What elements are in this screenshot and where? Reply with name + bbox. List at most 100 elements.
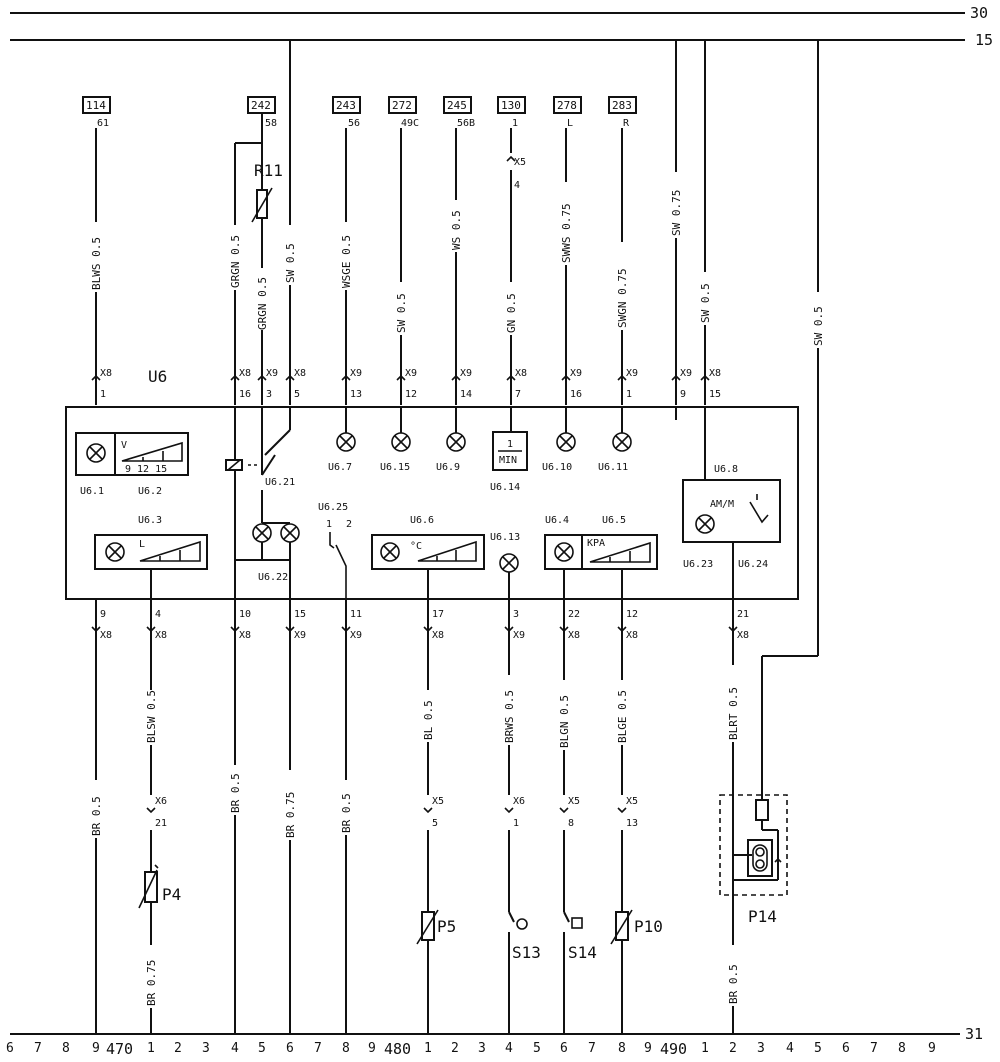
bconn-2: X8 [155, 630, 167, 641]
ruler-tick: 2 [729, 1041, 737, 1056]
pin-283: 1 [626, 389, 632, 400]
bpin-1: 9 [100, 609, 106, 620]
r11-wire-label: GRGN 0.5 [256, 277, 269, 330]
pin-272: 12 [405, 389, 417, 400]
ruler-tick: 8 [342, 1041, 350, 1056]
conn-130: X8 [515, 368, 527, 379]
u6-14-label: U6.14 [490, 482, 520, 493]
u6-label: U6 [148, 367, 167, 386]
wire-272-label: SW 0.5 [395, 293, 408, 333]
ref-243-pin: 56 [348, 118, 360, 129]
ruler-tick: 9 [644, 1041, 652, 1056]
u6-3-gauge: U6.3 L [94, 515, 208, 570]
u6-6-unit: °C [410, 541, 422, 552]
ref-272-num: 272 [392, 99, 412, 112]
u6-14-top: 1 [507, 439, 513, 450]
wire-245-label: WS 0.5 [450, 210, 463, 250]
ruler-tick: 5 [533, 1041, 541, 1056]
ruler-tick: 1 [424, 1041, 432, 1056]
u6-9-label: U6.9 [436, 462, 460, 473]
conn-245: X9 [460, 368, 472, 379]
wire-130: X5 4 GN 0.5 X8 7 [505, 128, 527, 405]
ref-245: 245 56B [443, 96, 475, 129]
ruler-section: 470 [106, 1040, 133, 1058]
p14-label: P14 [748, 907, 777, 926]
bpin-4: 15 [294, 609, 306, 620]
bconn-8: X8 [568, 630, 580, 641]
bwire-9: 12 X8 BLGE 0.5 X5 13 P10 [610, 599, 663, 1034]
ref-278: 278 L [553, 96, 582, 129]
bwire-8: 22 X8 BLGN 0.5 X5 8 S14 [558, 599, 597, 1034]
pin-r11: 3 [266, 389, 272, 400]
ruler-tick: 9 [92, 1041, 100, 1056]
bwire-2b-label: BR 0.75 [145, 960, 158, 1006]
u6-module: U6 [65, 367, 799, 600]
bwire-10-label: BLRT 0.5 [727, 687, 740, 740]
u6-21-label: U6.21 [265, 477, 295, 488]
wire-sw-a-label: SW 0.75 [670, 190, 683, 236]
u6-8-label: U6.8 [714, 464, 738, 475]
ruler-tick: 4 [505, 1041, 513, 1056]
conn-sw: X8 [294, 368, 306, 379]
ruler-tick: 9 [928, 1041, 936, 1056]
ruler-section: 480 [384, 1040, 411, 1058]
ref-272: 272 49C [388, 96, 419, 129]
ruler-tick: 7 [34, 1041, 42, 1056]
ruler-tick: 2 [174, 1041, 182, 1056]
wire-242: GRGN 0.5 X8 16 [229, 113, 263, 405]
wire-sw-a: SW 0.75 X9 9 [670, 40, 692, 405]
rail-31-label: 31 [965, 1025, 983, 1043]
u6-25-b: 2 [346, 519, 352, 530]
u6-25-switch: U6.25 1 2 [318, 502, 352, 599]
bwire-4: 15 X9 BR 0.75 [284, 599, 306, 1034]
bwire-1: 9 X8 BR 0.5 [90, 599, 112, 1034]
p4-label: P4 [162, 885, 181, 904]
rail-15-label: 15 [975, 31, 993, 49]
pin-243: 13 [350, 389, 362, 400]
u6-25-label: U6.25 [318, 502, 348, 513]
x5b-label: X5 [568, 796, 580, 807]
u6-2-v: V [121, 440, 127, 451]
ruler-tick: 6 [842, 1041, 850, 1056]
u6-15-lamp: U6.15 [380, 407, 411, 473]
u6-4-u6-5-gauge: U6.4 U6.5 KPA [544, 515, 658, 599]
lamp-icon [336, 432, 356, 452]
bwire-6-label: BL 0.5 [422, 700, 435, 740]
ref-272-pin: 49C [401, 118, 419, 129]
ruler-tick: 8 [62, 1041, 70, 1056]
u6-8-inner: AM/M [710, 499, 734, 510]
bwire-9-label: BLGE 0.5 [616, 690, 629, 743]
ref-114-pin: 61 [97, 118, 109, 129]
wire-sw-b: SW 0.5 X8 15 [699, 40, 721, 405]
wire-283-label: SWGN 0.75 [616, 268, 629, 328]
u6-2-scale: 9 12 15 [125, 464, 167, 475]
p5-label: P5 [437, 917, 456, 936]
bpin-3: 10 [239, 609, 251, 620]
s14-label: S14 [568, 943, 597, 962]
bpin-2: 4 [155, 609, 161, 620]
bconn-10: X8 [737, 630, 749, 641]
ref-242-num: 242 [251, 99, 271, 112]
u6-23-label: U6.23 [683, 559, 713, 570]
ruler-tick: 5 [814, 1041, 822, 1056]
rail-30: 30 [10, 4, 988, 22]
wire-sw-u6-label: SW 0.5 [284, 243, 297, 283]
u6-15-label: U6.15 [380, 462, 410, 473]
conn-278: X9 [570, 368, 582, 379]
ruler-tick: 2 [451, 1041, 459, 1056]
ref-130-num: 130 [501, 99, 521, 112]
ruler-tick: 3 [202, 1041, 210, 1056]
u6-6-gauge: U6.6 °C [371, 515, 485, 599]
wire-114-label: BLWS 0.5 [90, 237, 103, 290]
u6-13-label: U6.13 [490, 532, 520, 543]
r11-resistor: R11 GRGN 0.5 X9 3 [251, 143, 283, 405]
bconn-5: X9 [350, 630, 362, 641]
u6-3-label: U6.3 [138, 515, 162, 526]
wire-114: BLWS 0.5 X8 1 [90, 128, 112, 405]
ruler-tick: 7 [314, 1041, 322, 1056]
ref-245-pin: 56B [457, 118, 475, 129]
u6-8-unit: U6.8 AM/M U6.23 U6.24 [675, 407, 781, 599]
ruler-tick: 9 [368, 1041, 376, 1056]
bwire-10: 21 X8 BLRT 0.5 BR 0.5 [727, 599, 752, 1034]
lamp-icon [391, 432, 411, 452]
